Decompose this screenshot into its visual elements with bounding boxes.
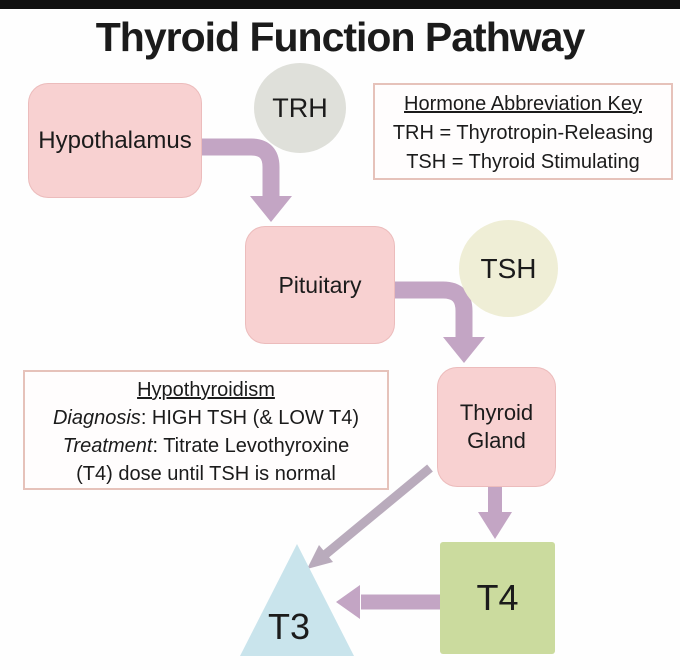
node-hypothalamus: Hypothalamus: [28, 83, 202, 198]
key-box-title: Hormone Abbreviation Key: [404, 93, 642, 115]
treatment-label: Treatment: [62, 435, 153, 457]
arrow-t4-to-t3: [336, 585, 440, 619]
hypothyroidism-treatment-line: Treatment: Titrate Levothyroxine: [25, 432, 387, 460]
arrow-hypothalamus-to-pituitary: [199, 138, 292, 222]
page-title: Thyroid Function Pathway: [95, 14, 586, 60]
node-hypothalamus-label: Hypothalamus: [38, 126, 192, 154]
key-box-line-tsh: TSH = Thyroid Stimulating: [406, 151, 640, 173]
diagnosis-text: : HIGH TSH (& LOW T4): [140, 407, 359, 429]
node-t4-hormone: T4: [440, 542, 555, 654]
treatment-text: : Titrate Levothyroxine: [152, 435, 350, 457]
node-t3-label: T3: [268, 606, 311, 647]
node-thyroid-gland: Thyroid Gland: [437, 367, 556, 487]
arrow-thyroid-gland-to-t3: [307, 464, 433, 569]
hypothyroidism-last-line: (T4) dose until TSH is normal: [76, 463, 336, 485]
hypothyroidism-info-box: Hypothyroidism Diagnosis: HIGH TSH (& LO…: [23, 370, 389, 490]
node-trh-label: TRH: [272, 92, 328, 123]
top-border-bar: [0, 0, 680, 9]
node-tsh-hormone: TSH: [459, 220, 558, 317]
node-thyroid-gland-label: Thyroid Gland: [459, 400, 534, 453]
node-trh-hormone: TRH: [254, 63, 346, 153]
arrow-thyroid-gland-to-t4: [478, 487, 512, 539]
hypothyroidism-diagnosis-line: Diagnosis: HIGH TSH (& LOW T4): [25, 404, 387, 432]
node-tsh-label: TSH: [480, 252, 537, 284]
hypothyroidism-title: Hypothyroidism: [137, 379, 275, 401]
key-box-line-trh: TRH = Thyrotropin-Releasing: [392, 122, 654, 144]
arrow-pituitary-to-thyroid-gland: [393, 281, 485, 363]
node-pituitary: Pituitary: [245, 226, 395, 344]
diagnosis-label: Diagnosis: [52, 407, 141, 429]
node-t4-label: T4: [476, 577, 519, 618]
hormone-abbreviation-key-box: Hormone Abbreviation Key TRH = Thyrotrop…: [373, 83, 673, 180]
node-pituitary-label: Pituitary: [278, 271, 362, 298]
